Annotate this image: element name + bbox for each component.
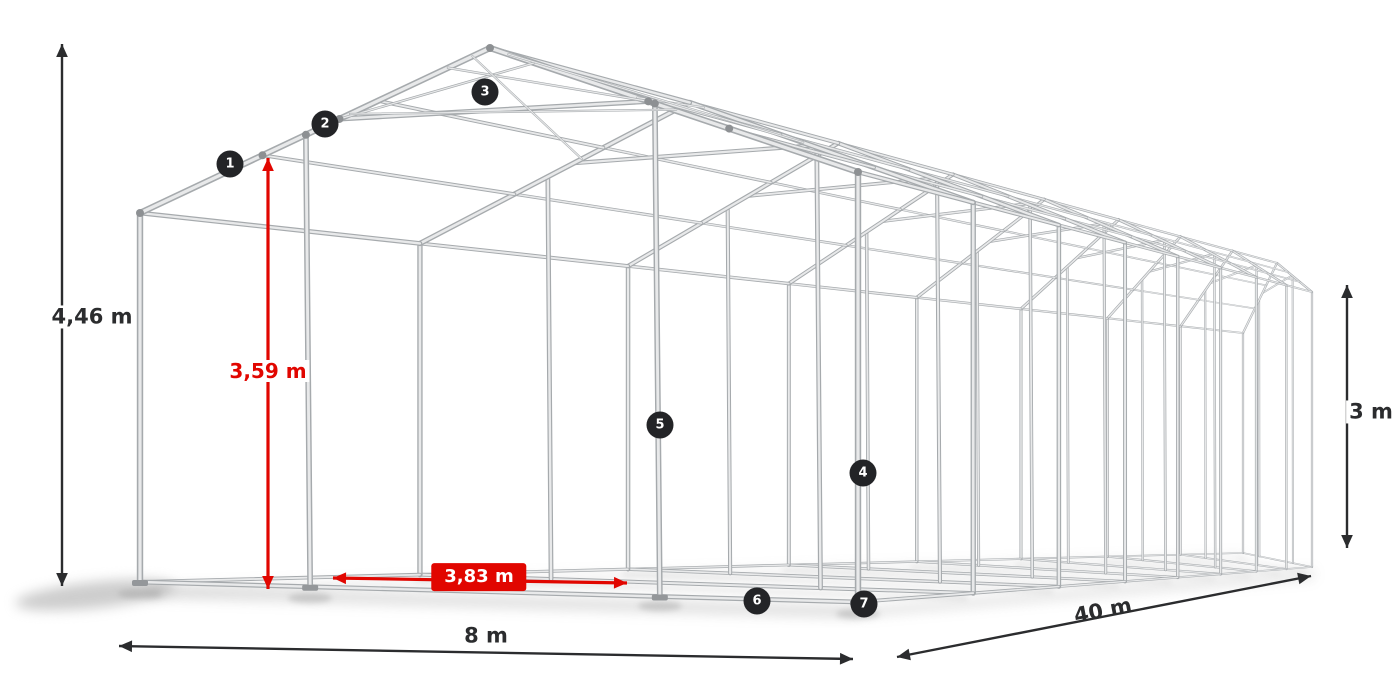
callout-6-badge: 6 [743, 587, 771, 615]
entrance-width-dimension-label: 3,83 m [431, 563, 527, 591]
callout-3-badge: 3 [471, 78, 499, 106]
side-height-dimension-label: 3 m [1346, 400, 1396, 424]
callout-2-badge: 2 [311, 110, 339, 138]
callout-1-badge: 1 [216, 150, 244, 178]
tent-frame-group [132, 44, 1314, 606]
total-height-dimension-label: 4,46 m [48, 305, 136, 329]
clearance-height-dimension-label: 3,59 m [226, 360, 310, 382]
ground-shadows-group [15, 554, 1315, 619]
callout-5-badge: 5 [646, 411, 674, 439]
width-dimension-label: 8 m [461, 624, 511, 648]
callout-4-badge: 4 [849, 459, 877, 487]
callout-7-badge: 7 [850, 590, 878, 618]
